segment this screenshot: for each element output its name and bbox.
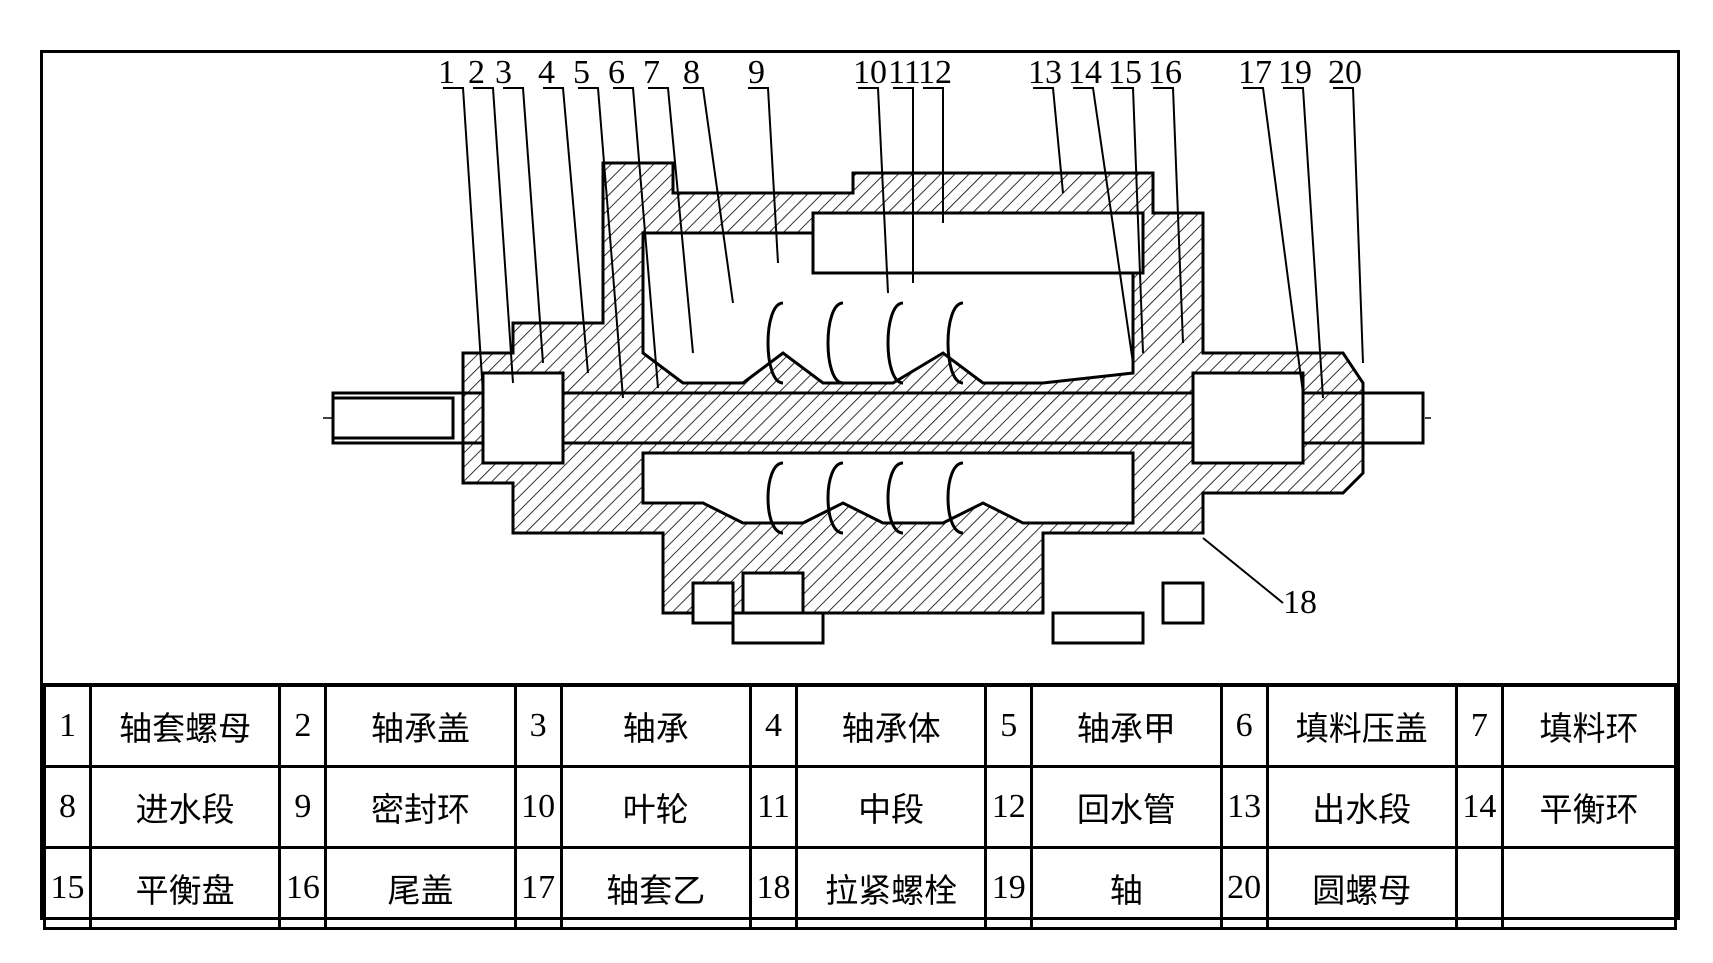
part-name: 进水段 xyxy=(89,765,282,849)
callout-10: 10 xyxy=(853,54,887,91)
callout-7: 7 xyxy=(643,54,660,91)
callout-3: 3 xyxy=(495,54,512,91)
part-name: 出水段 xyxy=(1265,765,1458,849)
table-row: 8 进水段 9 密封环 10 叶轮 11 中段 12 回水管 13 出水段 14… xyxy=(42,765,1678,849)
callout-13: 13 xyxy=(1028,54,1062,91)
part-name-empty xyxy=(1500,846,1678,930)
part-name: 平衡环 xyxy=(1500,765,1678,849)
part-name: 尾盖 xyxy=(324,846,517,930)
part-name: 轴 xyxy=(1030,846,1223,930)
part-number: 8 xyxy=(42,765,93,849)
part-name: 圆螺母 xyxy=(1265,846,1458,930)
part-number: 15 xyxy=(42,846,93,930)
part-number: 4 xyxy=(748,683,798,768)
part-name: 平衡盘 xyxy=(89,846,282,930)
callout-12: 12 xyxy=(918,54,952,91)
part-name: 轴承体 xyxy=(794,683,988,768)
callout-labels: 1 2 3 4 5 6 7 8 9 10 11 12 13 14 15 16 1… xyxy=(438,54,1362,621)
tie-bolts xyxy=(691,581,1205,645)
parts-list-table: 1 轴套螺母 2 轴承盖 3 轴承 4 轴承体 5 轴承甲 6 填料压盖 7 填… xyxy=(42,683,1678,930)
drawing-frame: 1 2 3 4 5 6 7 8 9 10 11 12 13 14 15 16 1… xyxy=(40,50,1680,930)
callout-18: 18 xyxy=(1283,584,1317,621)
callout-8: 8 xyxy=(683,54,700,91)
part-name: 轴承甲 xyxy=(1030,683,1223,768)
part-name: 拉紧螺栓 xyxy=(794,846,988,930)
part-name: 中段 xyxy=(794,765,988,849)
part-name: 回水管 xyxy=(1030,765,1223,849)
callout-2: 2 xyxy=(468,54,485,91)
part-name: 轴承盖 xyxy=(324,683,517,768)
callout-20: 20 xyxy=(1328,54,1362,91)
part-number: 9 xyxy=(278,765,328,849)
pump-cross-section-drawing: 1 2 3 4 5 6 7 8 9 10 11 12 13 14 15 16 1… xyxy=(43,53,1677,683)
callout-16: 16 xyxy=(1148,54,1182,91)
part-number: 1 xyxy=(42,683,93,768)
part-number: 13 xyxy=(1219,765,1269,849)
callout-14: 14 xyxy=(1068,54,1102,91)
part-name: 填料压盖 xyxy=(1265,683,1458,768)
part-number: 11 xyxy=(748,765,798,849)
callout-15: 15 xyxy=(1108,54,1142,91)
part-number: 17 xyxy=(513,846,563,930)
part-name: 填料环 xyxy=(1500,683,1678,768)
part-number: 20 xyxy=(1219,846,1269,930)
part-number: 2 xyxy=(278,683,328,768)
callout-9: 9 xyxy=(748,54,765,91)
callout-11: 11 xyxy=(888,54,921,91)
part-number: 16 xyxy=(278,846,328,930)
callout-4: 4 xyxy=(538,54,555,91)
part-number: 12 xyxy=(984,765,1034,849)
callout-17: 17 xyxy=(1238,54,1272,91)
part-name: 轴承 xyxy=(559,683,752,768)
callout-1: 1 xyxy=(438,54,455,91)
part-number: 19 xyxy=(984,846,1034,930)
callout-19: 19 xyxy=(1278,54,1312,91)
part-number: 10 xyxy=(513,765,563,849)
part-number-empty xyxy=(1454,846,1504,930)
part-name: 轴套螺母 xyxy=(89,683,282,768)
part-name: 叶轮 xyxy=(559,765,752,849)
impellers xyxy=(766,301,964,535)
part-number: 6 xyxy=(1219,683,1269,768)
pump-casing xyxy=(461,161,1365,615)
part-number: 5 xyxy=(984,683,1034,768)
part-number: 14 xyxy=(1454,765,1504,849)
leader-lines xyxy=(443,87,1364,604)
part-number: 18 xyxy=(748,846,798,930)
callout-6: 6 xyxy=(608,54,625,91)
part-number: 3 xyxy=(513,683,563,768)
part-name: 轴套乙 xyxy=(559,846,752,930)
callout-5: 5 xyxy=(573,54,590,91)
pump-section-svg: 1 2 3 4 5 6 7 8 9 10 11 12 13 14 15 16 1… xyxy=(323,54,1438,645)
table-row: 1 轴套螺母 2 轴承盖 3 轴承 4 轴承体 5 轴承甲 6 填料压盖 7 填… xyxy=(42,683,1678,768)
part-name: 密封环 xyxy=(324,765,517,849)
table-row: 15 平衡盘 16 尾盖 17 轴套乙 18 拉紧螺栓 19 轴 20 圆螺母 xyxy=(42,846,1678,930)
part-number: 7 xyxy=(1454,683,1504,768)
